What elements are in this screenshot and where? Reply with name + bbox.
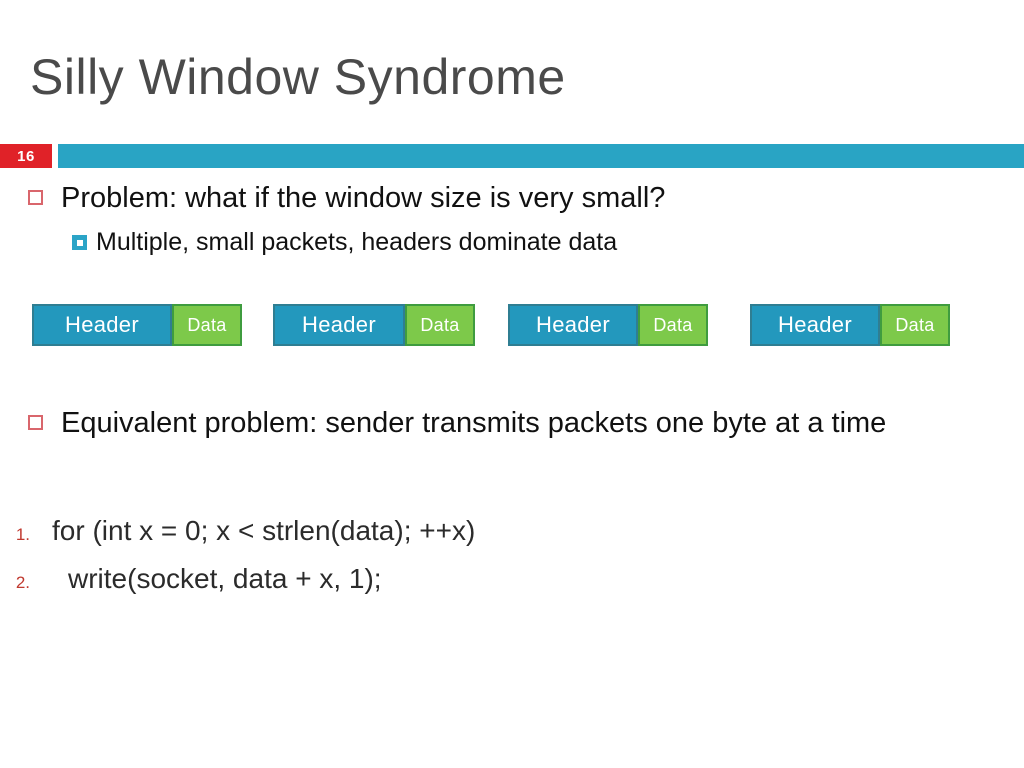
content-block-2: Equivalent problem: sender transmits pac… (0, 405, 1024, 446)
bullet-sub-problem: Multiple, small packets, headers dominat… (0, 227, 1024, 258)
content-block-1: Problem: what if the window size is very… (0, 180, 1024, 258)
code-list-item: 1. for (int x = 0; x < strlen(data); ++x… (0, 515, 1024, 547)
packet-2: Header Data (273, 304, 475, 346)
code-list: 1. for (int x = 0; x < strlen(data); ++x… (0, 515, 1024, 611)
packet-diagram: Header Data Header Data Header Data Head… (0, 304, 1024, 346)
packet-1-header: Header (32, 304, 172, 346)
code-list-item: 2. write(socket, data + x, 1); (0, 563, 1024, 595)
hollow-square-icon (28, 190, 43, 205)
code-list-text: for (int x = 0; x < strlen(data); ++x) (52, 515, 476, 546)
bullet-problem-label: Problem: what if the window size is very… (61, 182, 666, 214)
bullet-equivalent-label: Equivalent problem: sender transmits pac… (61, 407, 887, 439)
code-list-number: 1. (15, 525, 30, 544)
code-list-text: write(socket, data + x, 1); (68, 563, 382, 594)
accent-bar (58, 144, 1024, 168)
filled-square-icon (72, 235, 87, 251)
packet-4-data: Data (880, 304, 950, 346)
packet-3-data: Data (638, 304, 708, 346)
packet-3-header: Header (508, 304, 638, 346)
accent-row: 16 (0, 144, 1024, 168)
slide-number-badge: 16 (0, 144, 52, 168)
page-title: Silly Window Syndrome (30, 49, 566, 105)
packet-3: Header Data (508, 304, 708, 346)
packet-2-header: Header (273, 304, 405, 346)
hollow-square-icon (28, 415, 43, 430)
packet-4-header: Header (750, 304, 880, 346)
packet-4: Header Data (750, 304, 950, 346)
packet-2-data: Data (405, 304, 475, 346)
bullet-equivalent: Equivalent problem: sender transmits pac… (0, 405, 1024, 442)
packet-1: Header Data (32, 304, 242, 346)
code-list-number: 2. (15, 573, 30, 592)
packet-1-data: Data (172, 304, 242, 346)
bullet-sub-problem-label: Multiple, small packets, headers dominat… (96, 228, 618, 257)
bullet-problem: Problem: what if the window size is very… (0, 180, 1024, 217)
